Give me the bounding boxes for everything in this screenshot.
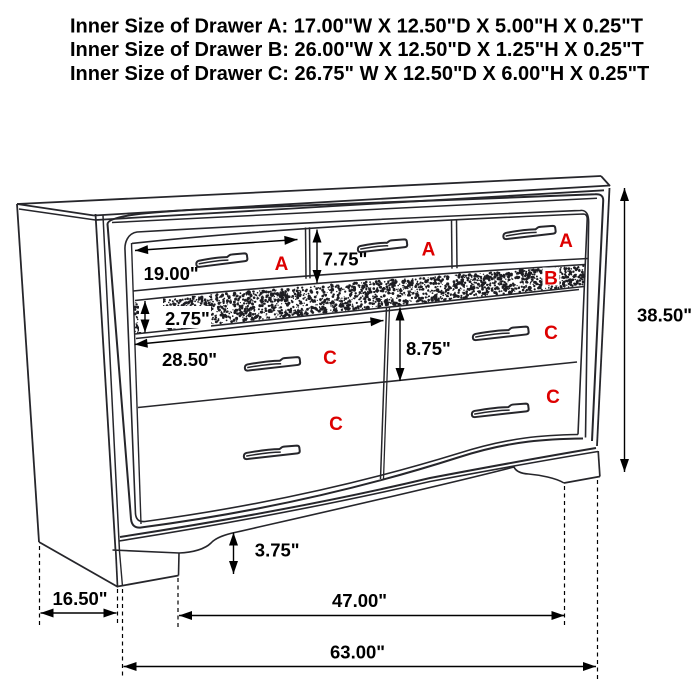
svg-text:28.50": 28.50" xyxy=(162,349,217,370)
svg-text:63.00": 63.00" xyxy=(330,642,385,663)
svg-text:C: C xyxy=(329,414,343,435)
svg-text:19.00": 19.00" xyxy=(144,263,199,284)
svg-text:C: C xyxy=(323,348,337,369)
svg-text:B: B xyxy=(544,269,558,290)
svg-text:2.75": 2.75" xyxy=(165,308,210,329)
svg-text:47.00": 47.00" xyxy=(332,590,387,611)
svg-text:38.50": 38.50" xyxy=(637,305,692,326)
svg-text:Inner Size of Drawer A: 17.00": Inner Size of Drawer A: 17.00"W X 12.50"… xyxy=(70,16,643,38)
svg-text:A: A xyxy=(422,240,436,261)
svg-text:Inner Size of Drawer C: 26.75": Inner Size of Drawer C: 26.75" W X 12.50… xyxy=(70,63,649,85)
svg-text:C: C xyxy=(546,387,560,408)
svg-text:Inner Size of Drawer B: 26.00": Inner Size of Drawer B: 26.00"W X 12.50"… xyxy=(70,39,644,61)
svg-text:8.75": 8.75" xyxy=(406,338,451,359)
svg-text:3.75": 3.75" xyxy=(255,540,300,561)
svg-text:A: A xyxy=(275,254,289,275)
svg-text:16.50": 16.50" xyxy=(53,588,108,609)
svg-text:7.75": 7.75" xyxy=(323,249,368,270)
svg-text:C: C xyxy=(544,323,558,344)
svg-text:A: A xyxy=(559,231,573,252)
